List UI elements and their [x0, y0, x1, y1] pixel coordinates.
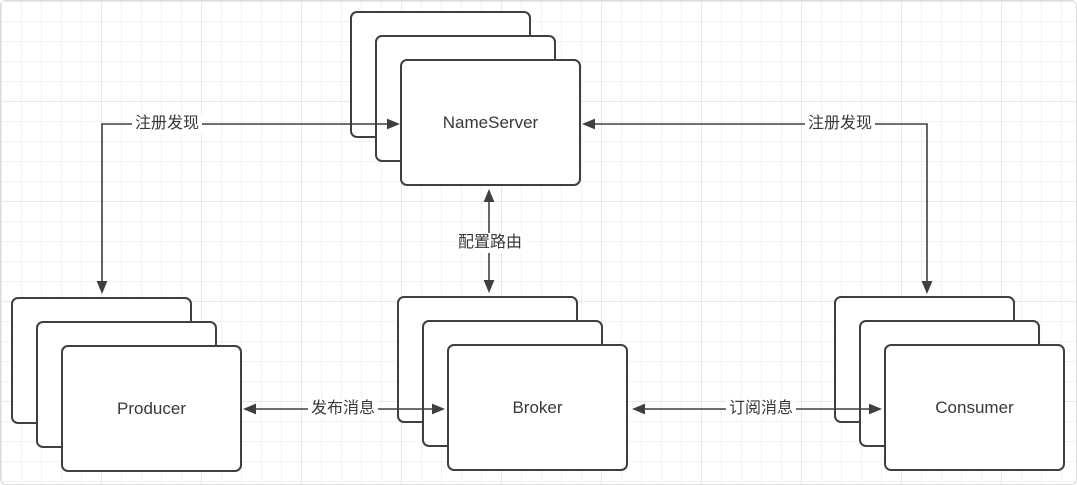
arrowhead-into-broker-left — [432, 403, 445, 415]
nameserver-node[interactable]: NameServer — [400, 59, 581, 186]
node-broker-stack[interactable]: Broker — [397, 296, 629, 472]
arrowhead-into-consumer-top — [921, 281, 933, 294]
consumer-label: Consumer — [935, 397, 1014, 417]
edge-label-publish-message[interactable]: 发布消息 — [307, 399, 379, 419]
broker-node[interactable]: Broker — [447, 344, 628, 471]
edge-producer-nameserver[interactable] — [96, 118, 400, 294]
consumer-node[interactable]: Consumer — [884, 344, 1065, 471]
edge-consumer-nameserver[interactable] — [582, 118, 933, 294]
arrowhead-into-broker-right — [632, 403, 645, 415]
arrowhead-into-broker-top — [483, 280, 495, 293]
arrowhead-into-consumer-left — [869, 403, 882, 415]
arrowhead-into-nameserver-right — [582, 118, 595, 130]
producer-label: Producer — [117, 398, 186, 418]
broker-label: Broker — [512, 397, 563, 417]
edge-label-subscribe-message[interactable]: 订阅消息 — [725, 399, 797, 419]
edge-label-config-route[interactable]: 配置路由 — [454, 233, 526, 253]
arrowhead-into-producer-right — [243, 403, 256, 415]
node-producer-stack[interactable]: Producer — [11, 297, 243, 473]
edge-label-register-discover-left[interactable]: 注册发现 — [131, 114, 203, 134]
arrowhead-into-nameserver-bottom — [483, 189, 495, 202]
edge-label-register-discover-right[interactable]: 注册发现 — [804, 114, 876, 134]
producer-node[interactable]: Producer — [61, 345, 242, 472]
nameserver-label: NameServer — [442, 112, 539, 132]
arrowhead-into-producer-top — [96, 281, 108, 294]
node-consumer-stack[interactable]: Consumer — [834, 296, 1066, 472]
arrowhead-into-nameserver-left — [387, 118, 400, 130]
node-nameserver-stack[interactable]: NameServer — [350, 11, 582, 187]
